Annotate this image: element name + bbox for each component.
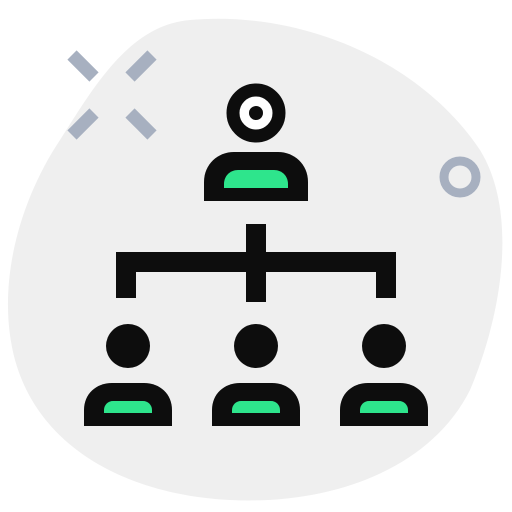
ring-icon <box>439 156 481 198</box>
member-person-icon-left <box>84 324 172 426</box>
sparkle-icon <box>67 50 157 140</box>
member-head <box>106 324 150 368</box>
member-body-fill <box>360 401 408 413</box>
hierarchy-connector <box>116 224 396 302</box>
manager-person-icon <box>204 83 308 201</box>
member-body-fill <box>232 401 280 413</box>
member-head <box>362 324 406 368</box>
member-body-fill <box>104 401 152 413</box>
member-person-icon-center <box>212 324 300 426</box>
member-person-icon-right <box>340 324 428 426</box>
member-head <box>234 324 278 368</box>
